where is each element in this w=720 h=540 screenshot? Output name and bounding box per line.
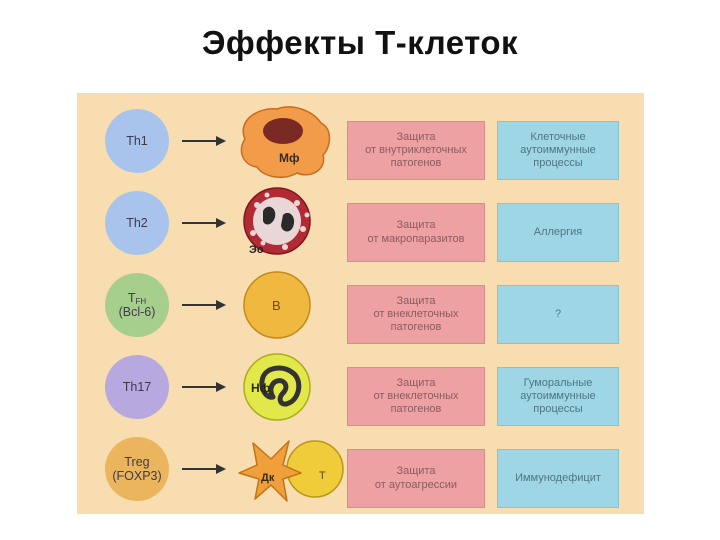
protection-box: Защита от аутоагрессии [347,449,485,508]
eosinophil-icon: Эо [243,187,311,256]
row-treg: Treg (FOXP3) Дк T Защита от аутоагрессии… [77,427,644,511]
tfh-label: TFH [127,290,147,306]
effector-label-eo: Эо [249,244,264,256]
t-cell-effects-diagram: Th1 Мф Защита от внутриклеточных патоген… [77,93,644,514]
disease-box: Клеточные аутоиммунные процессы [497,121,619,180]
effector-label-mf: Мф [279,151,300,165]
neutrophil-icon: Нф [243,353,311,421]
disease-box: ? [497,285,619,344]
th17-cell: Th17 [105,355,169,419]
disease-box: Аллергия [497,203,619,262]
row-th1: Th1 Мф Защита от внутриклеточных патоген… [77,99,644,183]
macrophage-icon: Мф [240,106,331,179]
disease-box: Гуморальные аутоиммунные процессы [497,367,619,426]
th1-cell: Th1 [105,109,169,173]
protection-box: Защита от внутриклеточных патогенов [347,121,485,180]
treg-cell: Treg (FOXP3) [105,437,169,501]
disease-box: Иммунодефицит [497,449,619,508]
arrow-icon [182,300,226,310]
row-th17: Th17 Нф Защита от внеклеточных патогенов… [77,345,644,429]
th2-label: Th2 [126,215,148,230]
treg-label: Treg [124,454,150,469]
effector-label-t: T [319,470,326,482]
tfh-marker: (Bcl-6) [118,305,156,319]
protection-box: Защита от внеклеточных патогенов [347,285,485,344]
th1-label: Th1 [126,133,148,148]
effector-label-nf: Нф [251,381,271,395]
protection-box: Защита от макропаразитов [347,203,485,262]
b-cell-icon: B [243,271,311,339]
effector-label-dk: Дк [261,472,275,484]
protection-box: Защита от внеклеточных патогенов [347,367,485,426]
tfh-label-main: T [127,290,136,305]
page-title: Эффекты Т-клеток [201,24,519,61]
effector-label-b: B [272,298,281,313]
arrow-icon [182,464,226,474]
tfh-label-sub: FH [135,296,147,306]
row-tfh: TFH (Bcl-6) B Защита от внеклеточных пат… [77,263,644,347]
arrow-icon [182,382,226,392]
th2-cell: Th2 [105,191,169,255]
dendritic-cell-icon: Дк T [238,440,344,502]
treg-marker: (FOXP3) [112,469,162,483]
row-th2: Th2 Эо Защита от макропаразитов Аллергия [77,181,644,265]
tfh-cell: TFH (Bcl-6) [105,273,169,337]
arrow-icon [182,136,226,146]
arrow-icon [182,218,226,228]
th17-label: Th17 [122,379,152,394]
